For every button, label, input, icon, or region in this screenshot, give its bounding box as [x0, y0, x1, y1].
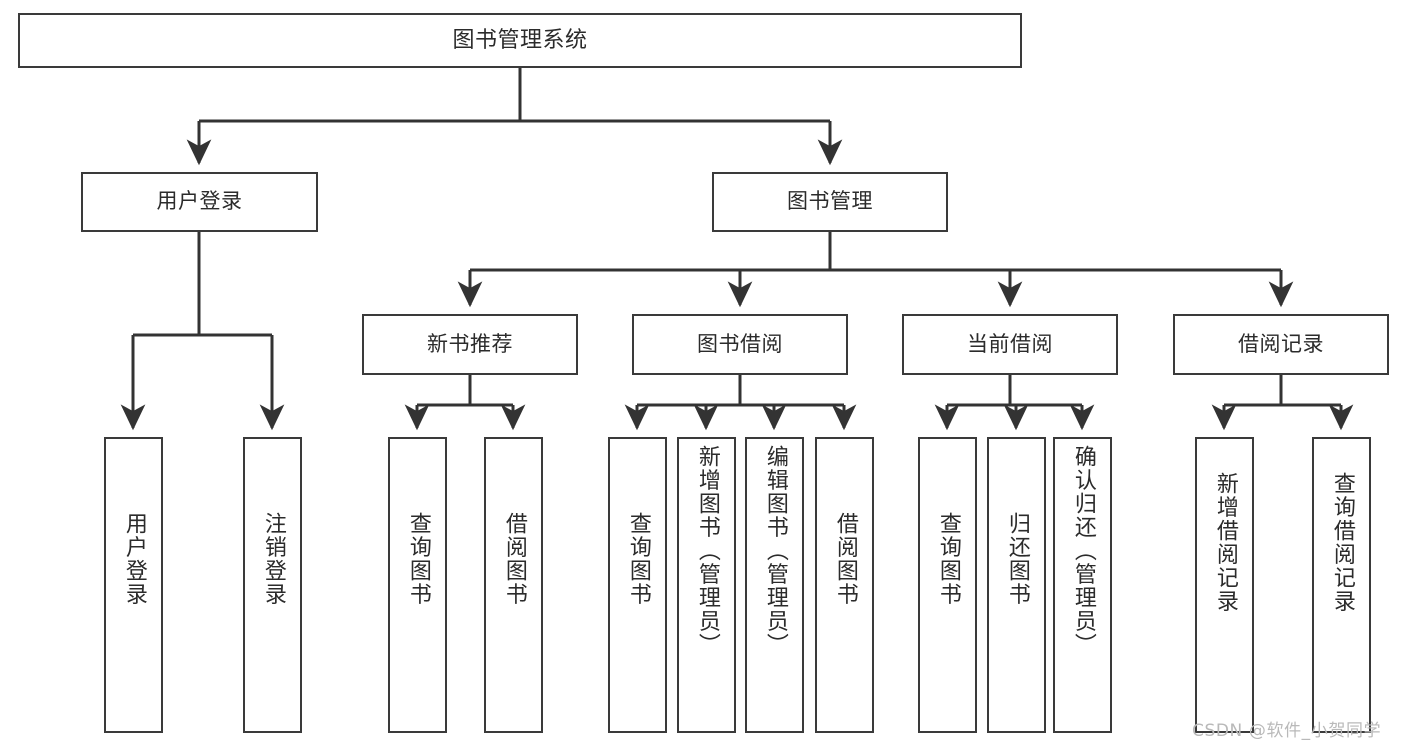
node-leaf-add-borrow-record[interactable]: 新增借阅记录: [1195, 437, 1254, 733]
node-leaf-edit-book-label: 编辑图书（管理员）: [762, 445, 788, 657]
node-leaf-add-borrow-record-label: 新增借阅记录: [1212, 472, 1238, 613]
node-leaf-edit-book[interactable]: 编辑图书（管理员）: [745, 437, 804, 733]
node-leaf-logout-login-label: 注销登录: [260, 512, 286, 606]
node-current-borrow-label: 当前借阅: [967, 331, 1053, 356]
node-book-management-label: 图书管理: [787, 189, 873, 214]
node-leaf-borrow-book-2[interactable]: 借阅图书: [815, 437, 874, 733]
node-leaf-add-book-label: 新增图书（管理员）: [694, 445, 720, 657]
node-borrow-record[interactable]: 借阅记录: [1173, 314, 1389, 375]
node-leaf-borrow-book-1-label: 借阅图书: [501, 512, 527, 606]
node-user-login-label: 用户登录: [156, 189, 243, 214]
node-leaf-query-book-1-label: 查询图书: [405, 512, 431, 606]
node-book-borrow[interactable]: 图书借阅: [632, 314, 848, 375]
node-leaf-query-book-2-label: 查询图书: [625, 512, 651, 606]
node-leaf-user-login[interactable]: 用户登录: [104, 437, 163, 733]
node-leaf-confirm-return-label: 确认归还（管理员）: [1070, 445, 1096, 657]
node-leaf-borrow-book-2-label: 借阅图书: [832, 512, 858, 606]
node-leaf-query-book-1[interactable]: 查询图书: [388, 437, 447, 733]
node-leaf-logout-login[interactable]: 注销登录: [243, 437, 302, 733]
node-root[interactable]: 图书管理系统: [18, 13, 1022, 68]
node-current-borrow[interactable]: 当前借阅: [902, 314, 1118, 375]
node-leaf-query-book-3-label: 查询图书: [935, 512, 961, 606]
node-leaf-query-borrow-record[interactable]: 查询借阅记录: [1312, 437, 1371, 733]
node-leaf-confirm-return[interactable]: 确认归还（管理员）: [1053, 437, 1112, 733]
node-new-book-recommend[interactable]: 新书推荐: [362, 314, 578, 375]
node-leaf-user-login-label: 用户登录: [121, 512, 147, 606]
node-user-login[interactable]: 用户登录: [81, 172, 318, 232]
node-borrow-record-label: 借阅记录: [1238, 331, 1324, 356]
node-leaf-return-book-label: 归还图书: [1004, 512, 1030, 606]
node-leaf-query-borrow-record-label: 查询借阅记录: [1329, 472, 1355, 613]
node-new-book-recommend-label: 新书推荐: [427, 331, 513, 356]
node-leaf-query-book-3[interactable]: 查询图书: [918, 437, 977, 733]
node-leaf-borrow-book-1[interactable]: 借阅图书: [484, 437, 543, 733]
node-leaf-add-book[interactable]: 新增图书（管理员）: [677, 437, 736, 733]
node-leaf-query-book-2[interactable]: 查询图书: [608, 437, 667, 733]
node-leaf-return-book[interactable]: 归还图书: [987, 437, 1046, 733]
node-root-label: 图书管理系统: [452, 27, 588, 53]
csdn-watermark: CSDN @软件_小贺同学: [1192, 721, 1382, 741]
node-book-management[interactable]: 图书管理: [712, 172, 948, 232]
node-book-borrow-label: 图书借阅: [697, 331, 783, 356]
